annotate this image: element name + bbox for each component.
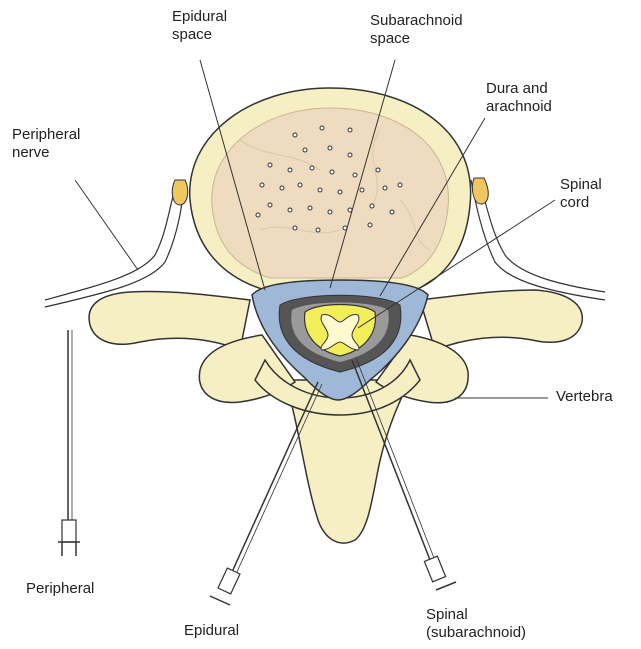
label-spinal-subarachnoid-line2: (subarachnoid): [426, 624, 526, 642]
left-transverse-process: [89, 292, 250, 350]
label-spinal-subarachnoid-line1: Spinal: [426, 606, 526, 624]
label-subarachnoid-space: Subarachnoid space: [370, 12, 463, 48]
right-nerve-ganglion: [472, 178, 488, 204]
left-nerve-root: [45, 180, 178, 300]
label-spinal-cord-line1: Spinal: [560, 176, 602, 194]
label-spinal-subarachnoid: Spinal (subarachnoid): [426, 606, 526, 642]
label-peripheral: Peripheral: [26, 580, 94, 598]
label-dura-arachnoid-line1: Dura and: [486, 80, 552, 98]
vertebral-body-inner: [212, 108, 449, 278]
label-epidural-space-line1: Epidural: [172, 8, 227, 26]
label-dura-arachnoid: Dura and arachnoid: [486, 80, 552, 116]
label-epidural: Epidural: [184, 622, 239, 640]
left-nerve-ganglion: [172, 180, 187, 205]
label-subarachnoid-space-line1: Subarachnoid: [370, 12, 463, 30]
label-spinal-cord: Spinal cord: [560, 176, 602, 212]
right-transverse-process: [420, 290, 582, 350]
label-peripheral-nerve: Peripheral nerve: [12, 126, 80, 162]
label-epidural-space: Epidural space: [172, 8, 227, 44]
label-epidural-space-line2: space: [172, 26, 227, 44]
label-spinal-cord-line2: cord: [560, 194, 602, 212]
label-peripheral-nerve-line2: nerve: [12, 144, 80, 162]
pointer-peripheral-nerve: [75, 180, 138, 270]
label-vertebra: Vertebra: [556, 388, 613, 406]
label-dura-arachnoid-line2: arachnoid: [486, 98, 552, 116]
label-subarachnoid-space-line2: space: [370, 30, 463, 48]
peripheral-needle: [58, 330, 80, 556]
label-peripheral-nerve-line1: Peripheral: [12, 126, 80, 144]
